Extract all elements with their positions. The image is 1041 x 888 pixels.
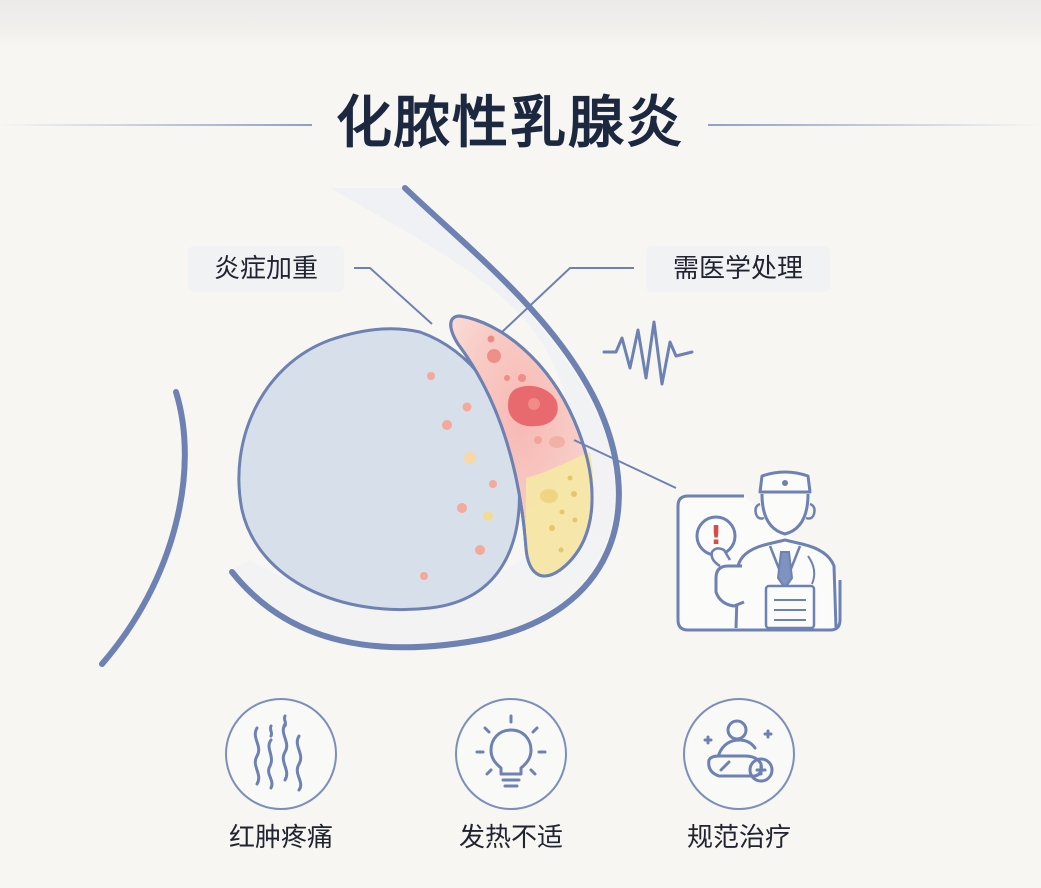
abscess-details — [487, 335, 578, 553]
feature-icon-ring — [683, 698, 795, 810]
callout-medical-care: 需医学处理 — [646, 246, 830, 292]
feature-icon-ring — [225, 698, 337, 810]
breast-outer-contour — [229, 185, 622, 651]
lightbulb-icon — [475, 714, 547, 788]
chest-wall-contour — [99, 389, 188, 667]
page-title: 化脓性乳腺炎 — [336, 91, 684, 156]
feature-label: 红肿疼痛 — [228, 823, 333, 853]
heat-waves-icon — [253, 714, 303, 792]
doctor-tie — [776, 551, 794, 590]
pus-zone — [526, 452, 594, 576]
pain-signal-icon — [602, 320, 694, 386]
doctor-panel — [676, 470, 842, 632]
callout-line-doctor — [573, 439, 677, 489]
title-rule-left — [0, 124, 312, 126]
callout-line-inflammation — [354, 267, 433, 325]
skin-tissue — [232, 188, 615, 648]
feature-label: 规范治疗 — [686, 823, 791, 853]
alert-mark: ! — [710, 521, 722, 551]
callout-inflammation: 炎症加重 — [188, 246, 344, 292]
header-band — [0, 0, 1041, 46]
callout-line-medical — [501, 267, 634, 333]
inflammation-dots — [420, 372, 497, 580]
feature-label: 发热不适 — [458, 823, 563, 853]
clipboard-icon — [764, 584, 816, 630]
doctor-head — [760, 493, 810, 536]
medication-icon — [703, 719, 774, 783]
feature-icon-ring — [455, 698, 567, 810]
title-rule-right — [708, 124, 1041, 126]
